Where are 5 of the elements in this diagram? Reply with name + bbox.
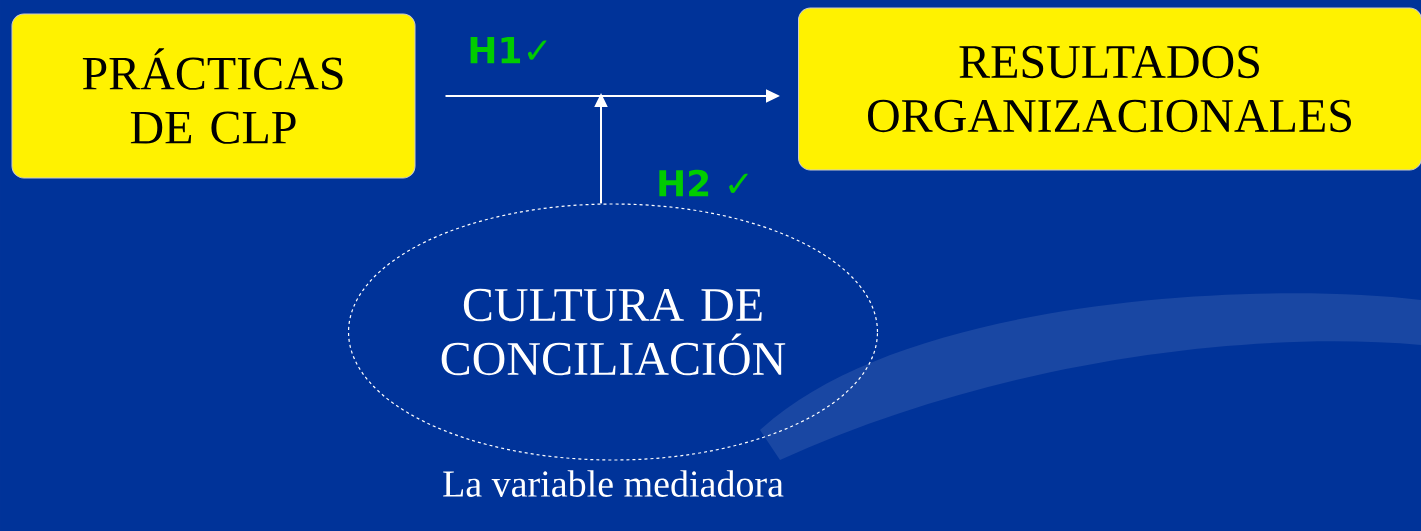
- hypothesis-label: H2 ✓: [659, 169, 748, 197]
- node-label: La variable mediadora: [443, 470, 784, 497]
- variable-box: PRÁCTICAS DE CLP: [11, 13, 416, 179]
- variable-box: RESULTADOS ORGANIZACIONALES: [798, 7, 1421, 171]
- hypothesis-label: H1✓: [470, 36, 547, 64]
